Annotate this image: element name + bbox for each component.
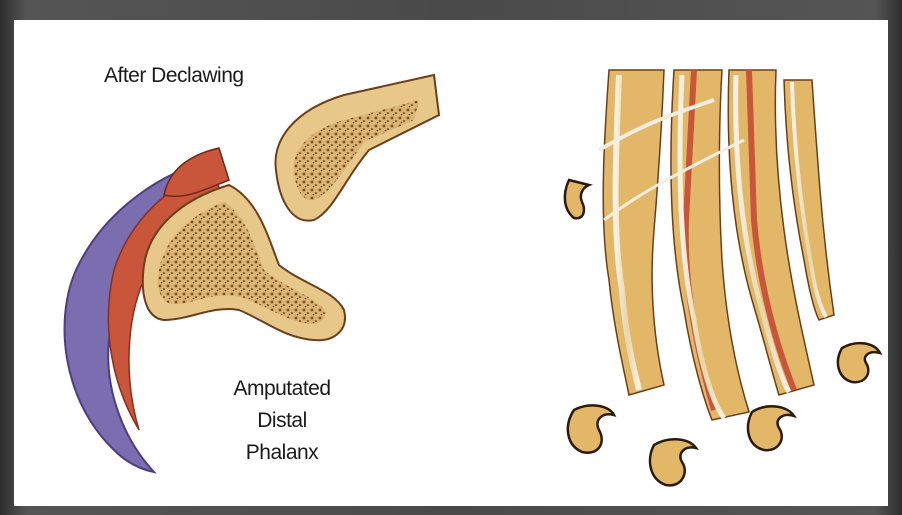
amputated-distal-phalanx-caption: Amputated Distal Phalanx xyxy=(202,373,362,469)
phalanx-stump-icon xyxy=(276,75,439,221)
claw-tip-4 xyxy=(748,406,794,450)
declawed-paw-icon xyxy=(599,70,834,420)
claw-tip-1 xyxy=(565,180,589,218)
claw-tip-5 xyxy=(838,343,880,382)
caption-line-3: Phalanx xyxy=(202,437,362,469)
caption-line-1: Amputated xyxy=(202,373,362,405)
claw-tip-3 xyxy=(650,439,696,485)
illustration-panel: After Declawing Amputated Distal Phalanx xyxy=(14,20,888,506)
declawing-illustration xyxy=(14,20,888,506)
after-declawing-title: After Declawing xyxy=(104,60,244,92)
caption-line-2: Distal xyxy=(202,405,362,437)
claw-tip-2 xyxy=(568,405,614,452)
